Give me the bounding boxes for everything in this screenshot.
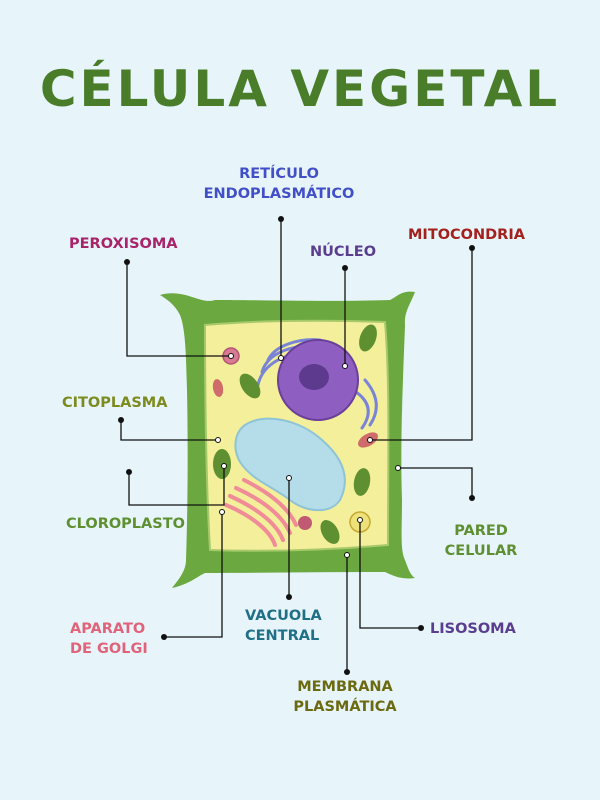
leader-end-points <box>215 353 401 558</box>
label-mitocondria: MITOCONDRIA <box>408 227 525 243</box>
mitochondria <box>212 379 224 397</box>
nucleolus <box>299 364 329 390</box>
label-nucleo: NÚCLEO <box>310 244 377 260</box>
central-vacuole <box>234 417 346 512</box>
plasma-membrane <box>203 319 390 552</box>
label-cloroplasto: CLOROPLASTO <box>66 516 185 532</box>
page-title: CÉLULA VEGETAL <box>39 60 561 118</box>
leader-lines <box>120 219 473 672</box>
label-citoplasma: CITOPLASMA <box>62 395 168 411</box>
golgi-apparatus <box>224 478 298 547</box>
chloroplasts <box>213 324 377 544</box>
label-peroxisoma: PEROXISOMA <box>69 236 178 252</box>
leader-dots <box>118 216 475 675</box>
label-lisosoma: LISOSOMA <box>430 621 516 637</box>
